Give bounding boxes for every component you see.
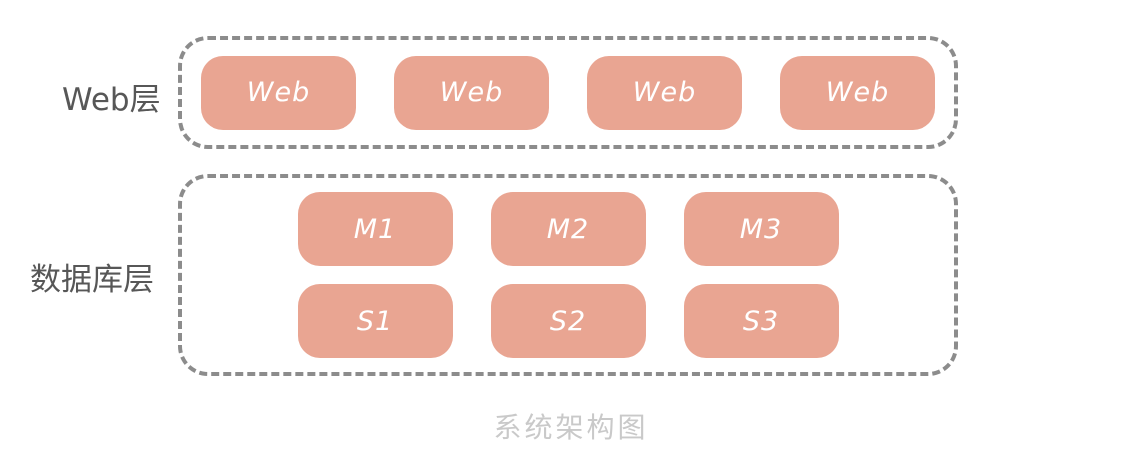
db-master-node-m1: M1 [297,192,453,266]
database-slave-row: S1 S2 S3 [297,284,839,358]
web-node-row: Web Web Web Web [201,55,935,130]
web-layer-label: Web层 [62,82,161,118]
web-node-4: Web [780,55,935,130]
database-master-row: M1 M2 M3 [297,192,839,266]
web-node-2: Web [394,55,549,130]
diagram-caption: 系统架构图 [493,411,649,444]
web-node-1: Web [201,55,356,130]
db-slave-node-s1: S1 [297,284,453,358]
database-layer-label: 数据库层 [30,262,154,298]
db-slave-node-s3: S3 [683,284,839,358]
database-layer-container: M1 M2 M3 S1 S2 S3 [178,174,958,376]
db-master-node-m3: M3 [683,192,839,266]
db-master-node-m2: M2 [490,192,646,266]
web-layer-container: Web Web Web Web [178,36,958,149]
db-slave-node-s2: S2 [490,284,646,358]
web-node-3: Web [587,55,742,130]
